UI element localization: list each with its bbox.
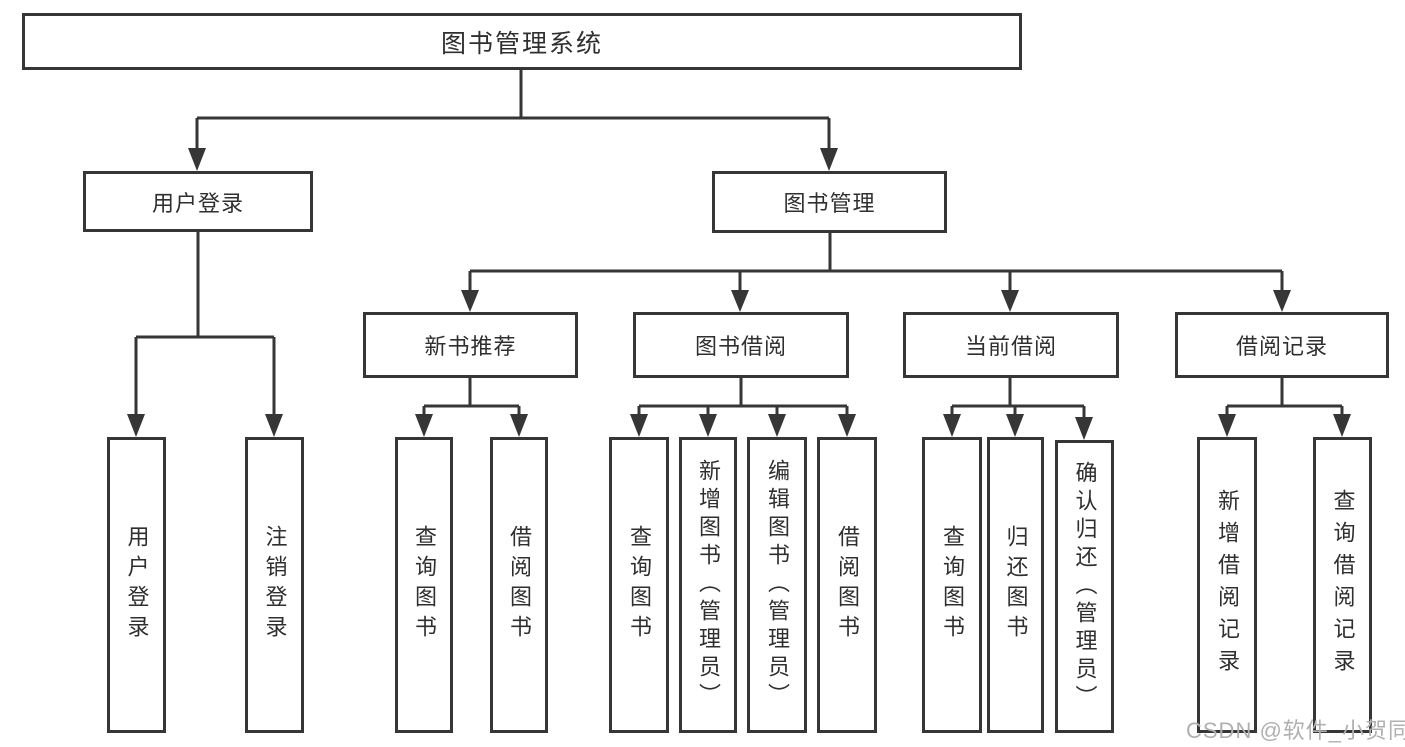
root-to-level2-connector — [188, 70, 838, 171]
node-query-books-recommend: 查询图书 — [395, 437, 453, 733]
node-query-books-recommend-label: 查询图书 — [412, 525, 437, 645]
node-query-borrow-record-label: 查询借阅记录 — [1330, 489, 1356, 681]
node-add-borrow-record-label: 新增借阅记录 — [1215, 489, 1240, 681]
node-add-book-admin: 新增图书（管理员） — [679, 437, 737, 733]
watermark: CSDN @软件_小贺同学 — [1186, 718, 1405, 743]
node-user-login-label: 用户登录 — [124, 525, 150, 645]
node-new-book-recommend: 新书推荐 — [363, 312, 578, 378]
node-user-login-branch-label: 用户登录 — [151, 190, 244, 216]
node-new-book-recommend-label: 新书推荐 — [424, 334, 517, 359]
node-confirm-return-admin-label: 确认归还（管理员） — [1072, 460, 1098, 713]
new-book-recommend-connector — [415, 378, 528, 437]
node-book-borrow-label: 图书借阅 — [694, 334, 787, 359]
node-borrow-books-borrow: 借阅图书 — [817, 437, 877, 733]
node-book-management-branch-label: 图书管理 — [783, 191, 876, 216]
node-user-login: 用户登录 — [107, 437, 166, 733]
node-edit-book-admin: 编辑图书（管理员） — [747, 437, 807, 733]
node-current-borrow: 当前借阅 — [903, 312, 1119, 378]
node-current-borrow-label: 当前借阅 — [964, 334, 1057, 359]
node-borrow-records: 借阅记录 — [1175, 312, 1389, 378]
node-add-book-admin-label: 新增图书（管理员） — [696, 459, 721, 711]
borrow-records-connector — [1218, 378, 1351, 437]
node-library-system-label: 图书管理系统 — [440, 29, 603, 58]
node-query-books-borrow-label: 查询图书 — [627, 525, 652, 645]
node-borrow-books-recommend-label: 借阅图书 — [507, 525, 532, 645]
current-borrow-connector — [943, 378, 1093, 440]
user-login-branch-connector — [127, 232, 283, 437]
node-query-borrow-record: 查询借阅记录 — [1313, 437, 1372, 733]
node-book-borrow: 图书借阅 — [633, 312, 849, 378]
node-borrow-records-label: 借阅记录 — [1235, 334, 1328, 359]
node-confirm-return-admin: 确认归还（管理员） — [1055, 440, 1114, 733]
node-book-management-branch: 图书管理 — [712, 171, 947, 233]
node-library-system: 图书管理系统 — [22, 13, 1022, 70]
book-management-connector — [461, 233, 1291, 312]
book-borrow-connector — [630, 378, 856, 437]
node-query-books-current: 查询图书 — [922, 437, 982, 733]
node-edit-book-admin-label: 编辑图书（管理员） — [765, 459, 790, 711]
node-logout: 注销登录 — [245, 437, 304, 733]
node-query-books-borrow: 查询图书 — [609, 437, 669, 733]
node-return-book-label: 归还图书 — [1003, 525, 1029, 645]
node-logout-label: 注销登录 — [262, 525, 288, 645]
node-user-login-branch: 用户登录 — [83, 171, 313, 232]
node-borrow-books-recommend: 借阅图书 — [490, 437, 548, 733]
node-borrow-books-borrow-label: 借阅图书 — [835, 525, 860, 645]
node-query-books-current-label: 查询图书 — [940, 525, 965, 645]
node-return-book: 归还图书 — [987, 437, 1044, 733]
node-add-borrow-record: 新增借阅记录 — [1197, 437, 1257, 733]
